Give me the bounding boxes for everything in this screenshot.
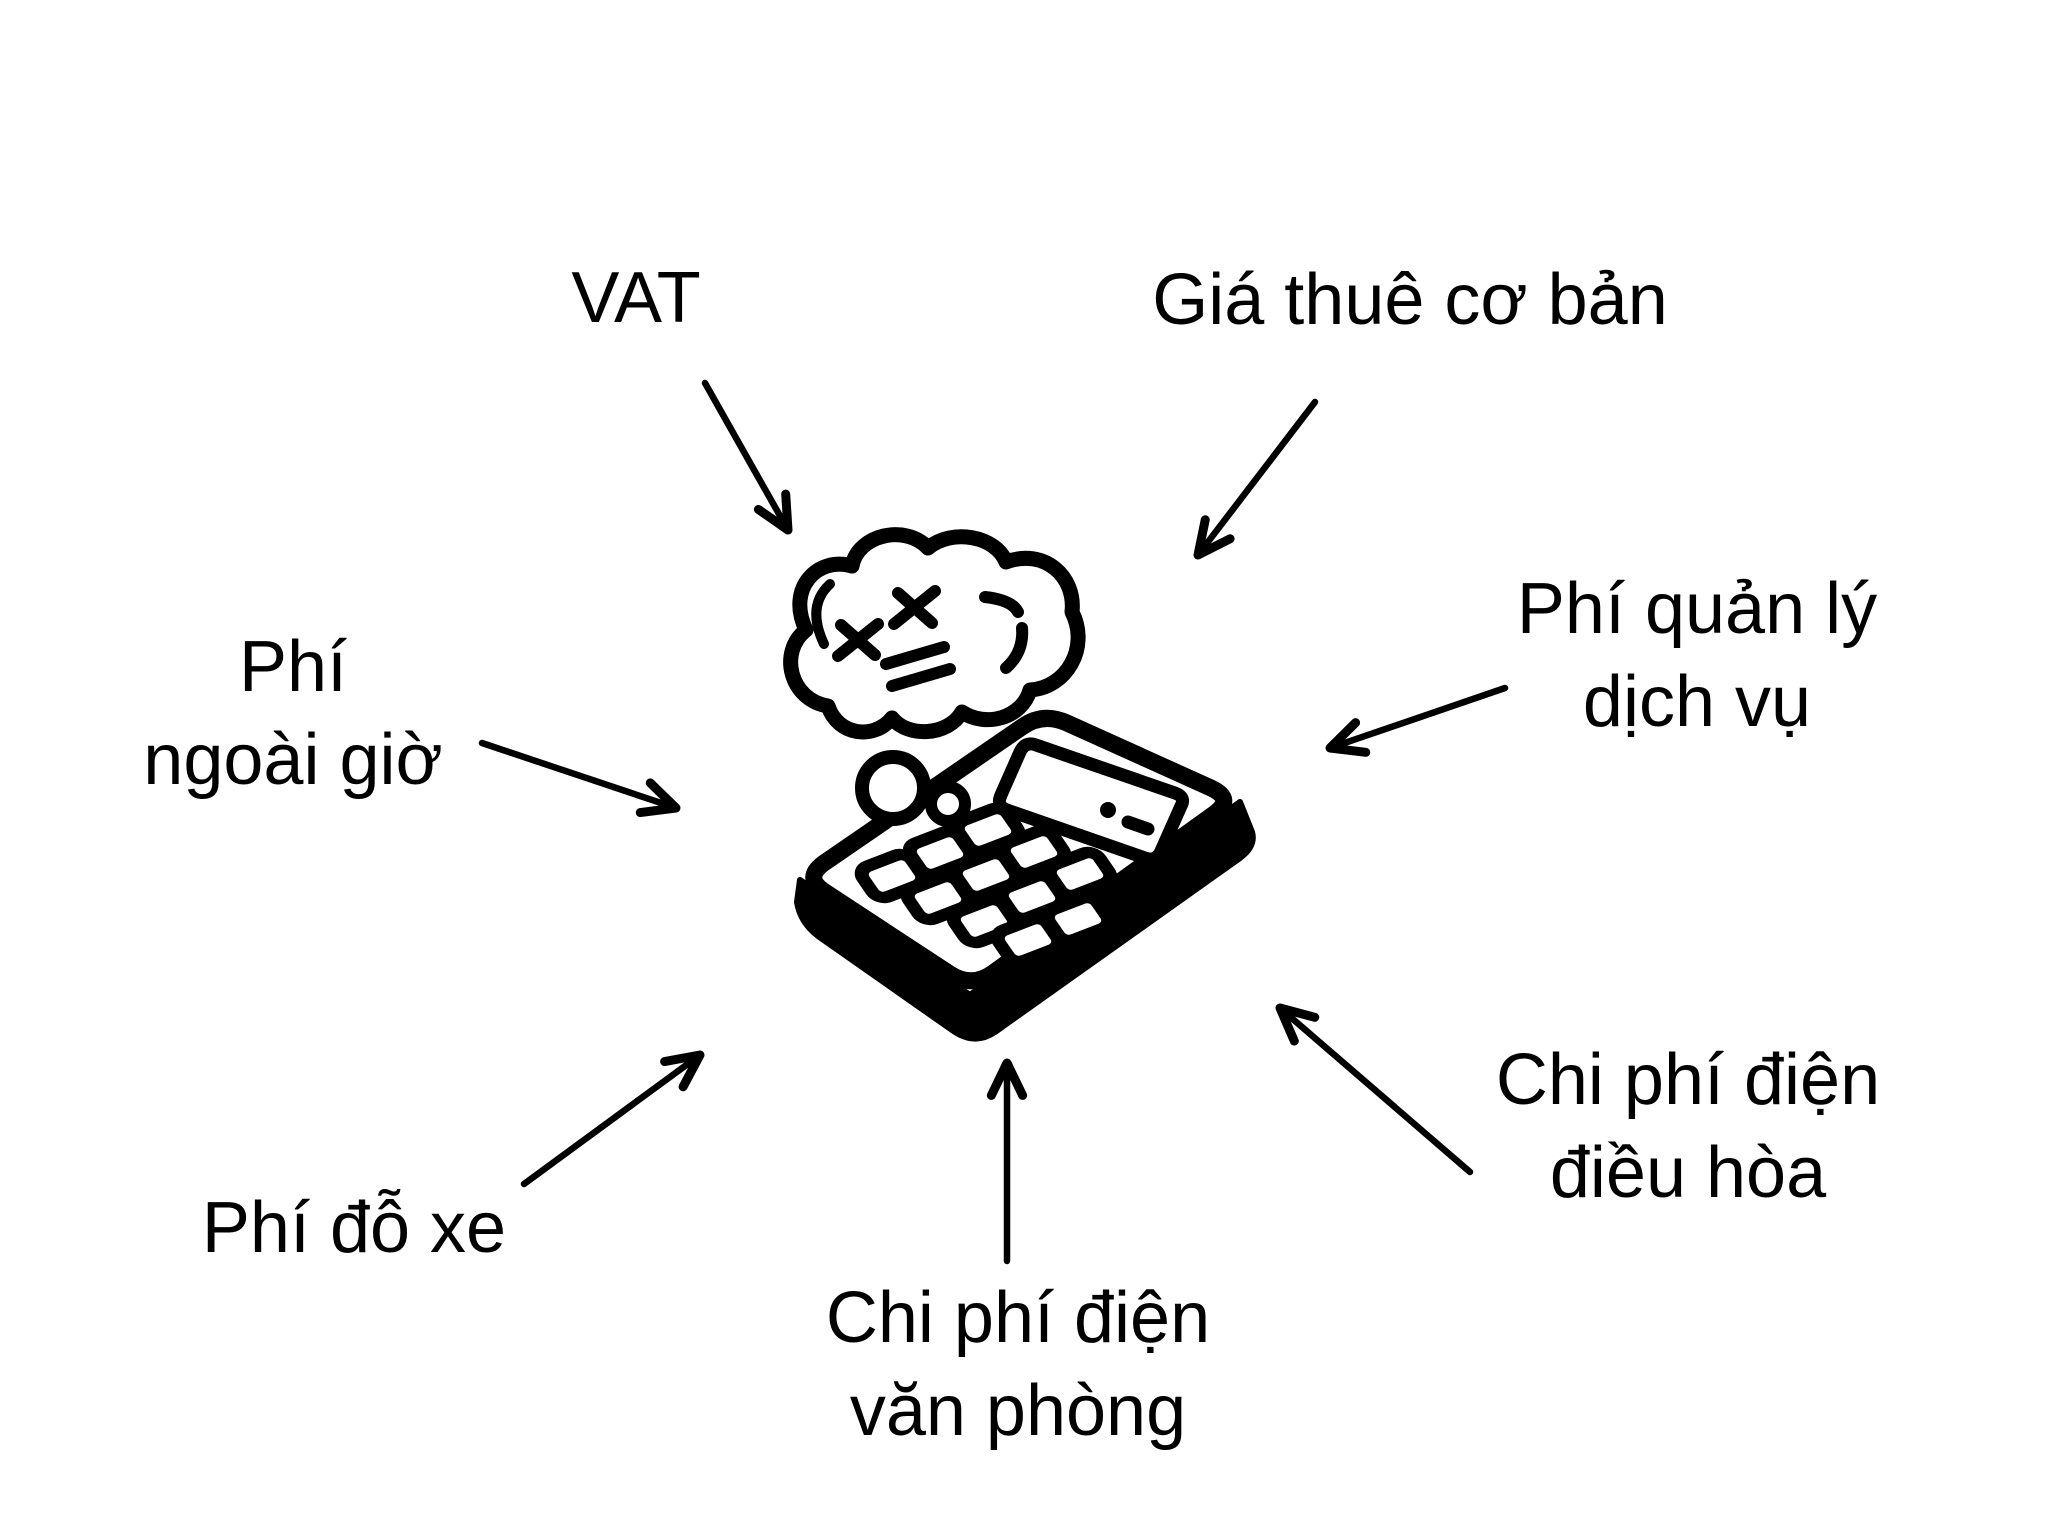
label-chi-phi-dien-dieu-hoa: Chi phí điện điều hòa bbox=[1496, 1034, 1880, 1220]
label-line: văn phòng bbox=[849, 1371, 1187, 1451]
arrowhead-icon bbox=[753, 489, 793, 535]
display-dot bbox=[1100, 802, 1116, 818]
arrowhead-icon bbox=[986, 1058, 1028, 1100]
arrowhead-icon bbox=[1275, 1003, 1320, 1046]
arrowhead-icon bbox=[1193, 515, 1235, 560]
label-line: Chi phí điện bbox=[1495, 1040, 1881, 1120]
thought-bubble-large bbox=[855, 750, 931, 826]
arrow-phi-do-xe bbox=[520, 1050, 705, 1188]
arrows-layer bbox=[478, 379, 1509, 1265]
arrow-gia-thue-co-ban bbox=[1193, 398, 1319, 560]
arrow-chi-phi-dien-van-phong bbox=[986, 1058, 1028, 1265]
label-line: Phí quản lý bbox=[1516, 569, 1878, 649]
label-vat: VAT bbox=[571, 252, 700, 345]
calculator-shadow bbox=[794, 799, 1256, 1042]
label-line: điều hòa bbox=[1549, 1133, 1827, 1213]
math-symbols bbox=[832, 585, 1029, 692]
label-line: VAT bbox=[571, 258, 701, 338]
label-line: ngoài giờ bbox=[143, 720, 443, 800]
label-phi-quan-ly-dich-vu: Phí quản lý dịch vụ bbox=[1517, 563, 1877, 749]
arrow-vat bbox=[701, 379, 793, 535]
arrowhead-icon bbox=[1325, 718, 1371, 757]
label-chi-phi-dien-van-phong: Chi phí điện văn phòng bbox=[826, 1272, 1210, 1458]
cloud-inner-arc bbox=[811, 579, 835, 649]
label-phi-do-xe: Phí đỗ xe bbox=[202, 1182, 506, 1275]
label-line: Phí đỗ xe bbox=[201, 1188, 507, 1268]
label-line: dịch vụ bbox=[1582, 662, 1812, 742]
arrow-phi-ngoai-gio bbox=[478, 739, 681, 818]
arrow-chi-phi-dien-dieu-hoa bbox=[1275, 1003, 1474, 1176]
label-phi-ngoai-gio: Phí ngoài giờ bbox=[143, 621, 442, 807]
calculator-keypad bbox=[854, 802, 1118, 968]
arrow-phi-quan-ly-dich-vu bbox=[1325, 684, 1509, 757]
label-gia-thue-co-ban: Giá thuê cơ bản bbox=[1152, 254, 1668, 347]
label-line: Chi phí điện bbox=[825, 1278, 1211, 1358]
arrowhead-icon bbox=[660, 1050, 705, 1092]
arrowhead-icon bbox=[635, 778, 681, 818]
display-dash bbox=[1121, 815, 1155, 836]
calculator-thinking-icon bbox=[783, 527, 1256, 1042]
thought-bubble-small bbox=[925, 781, 971, 827]
label-line: Giá thuê cơ bản bbox=[1152, 260, 1668, 340]
thought-cloud-icon bbox=[783, 527, 1086, 740]
label-line: Phí bbox=[238, 627, 348, 707]
